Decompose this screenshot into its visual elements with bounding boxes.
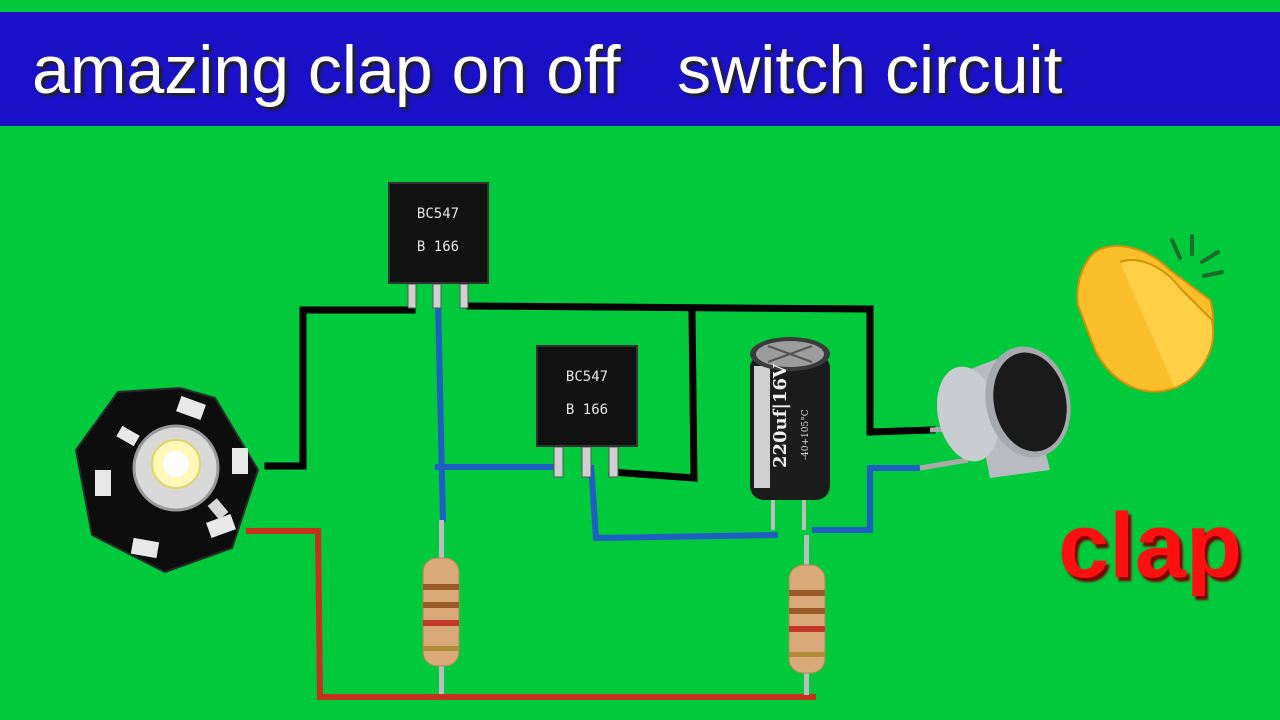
wire-q1-base-to-resistor	[435, 299, 446, 523]
transistor-top: BC547 B 166	[388, 182, 489, 309]
wire-q1-collector-to-mic	[466, 302, 936, 436]
transistor-middle-type: BC547	[566, 369, 608, 385]
transistor-middle-code: B 166	[566, 402, 608, 418]
wire-led-to-ground	[246, 528, 816, 700]
resistor-left	[422, 520, 460, 694]
wire-led-to-q1-emitter	[264, 306, 416, 470]
microphone-icon	[919, 346, 1071, 478]
wire-q2-collector	[608, 308, 698, 482]
page-title: amazing clap on off switch circuit	[32, 32, 1063, 108]
transistor-middle: BC547 B 166	[536, 345, 638, 478]
red-wires	[246, 528, 816, 700]
clap-label: clap	[1058, 495, 1243, 597]
blue-wires	[435, 299, 920, 542]
capacitor: 220uf|16V -40+105°C	[750, 337, 830, 530]
resistor-right	[788, 535, 826, 695]
wire-capacitor-to-mic	[812, 465, 920, 533]
wire-q2-base-to-capacitor	[588, 464, 779, 542]
transistor-top-type: BC547	[417, 206, 459, 222]
black-wires	[264, 302, 936, 482]
clapping-hands-icon	[1076, 234, 1224, 393]
title-bar: amazing clap on off switch circuit	[0, 12, 1280, 126]
top-strip	[0, 0, 1280, 12]
star-led-icon	[74, 386, 260, 574]
transistor-top-code: B 166	[417, 239, 459, 255]
capacitor-temp: -40+105°C	[801, 409, 811, 460]
capacitor-label: 220uf|16V	[770, 363, 791, 468]
